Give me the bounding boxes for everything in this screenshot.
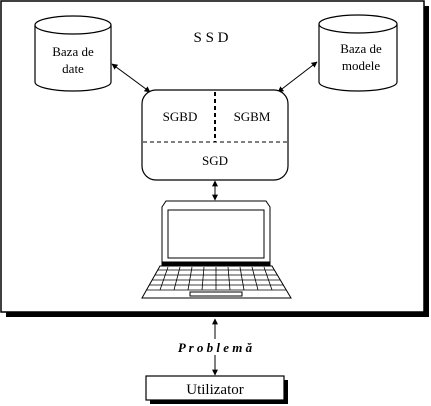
- model-base-label-line1: Baza de: [340, 41, 382, 56]
- arrow-modelbase-sgbm: [277, 61, 318, 93]
- model-base-cylinder: Baza de modele: [318, 14, 398, 92]
- database-cylinder: Baza de date: [34, 15, 112, 92]
- sgd-label: SGD: [202, 153, 228, 168]
- model-base-label-line2: modele: [342, 58, 380, 73]
- problem-label: P r o b l e m ă: [178, 340, 253, 355]
- database-label-line1: Baza de: [52, 44, 94, 59]
- user-box: Utilizator: [145, 375, 288, 404]
- ssd-title: S S D: [193, 30, 228, 46]
- laptop-icon: [141, 200, 292, 299]
- management-box: SGBD SGBM SGD: [141, 89, 289, 181]
- arrow-database-sgbd: [111, 63, 151, 93]
- sgbd-label: SGBD: [163, 109, 198, 124]
- sgbm-label: SGBM: [234, 109, 271, 124]
- user-label: Utilizator: [186, 382, 243, 398]
- database-label-line2: date: [62, 61, 84, 76]
